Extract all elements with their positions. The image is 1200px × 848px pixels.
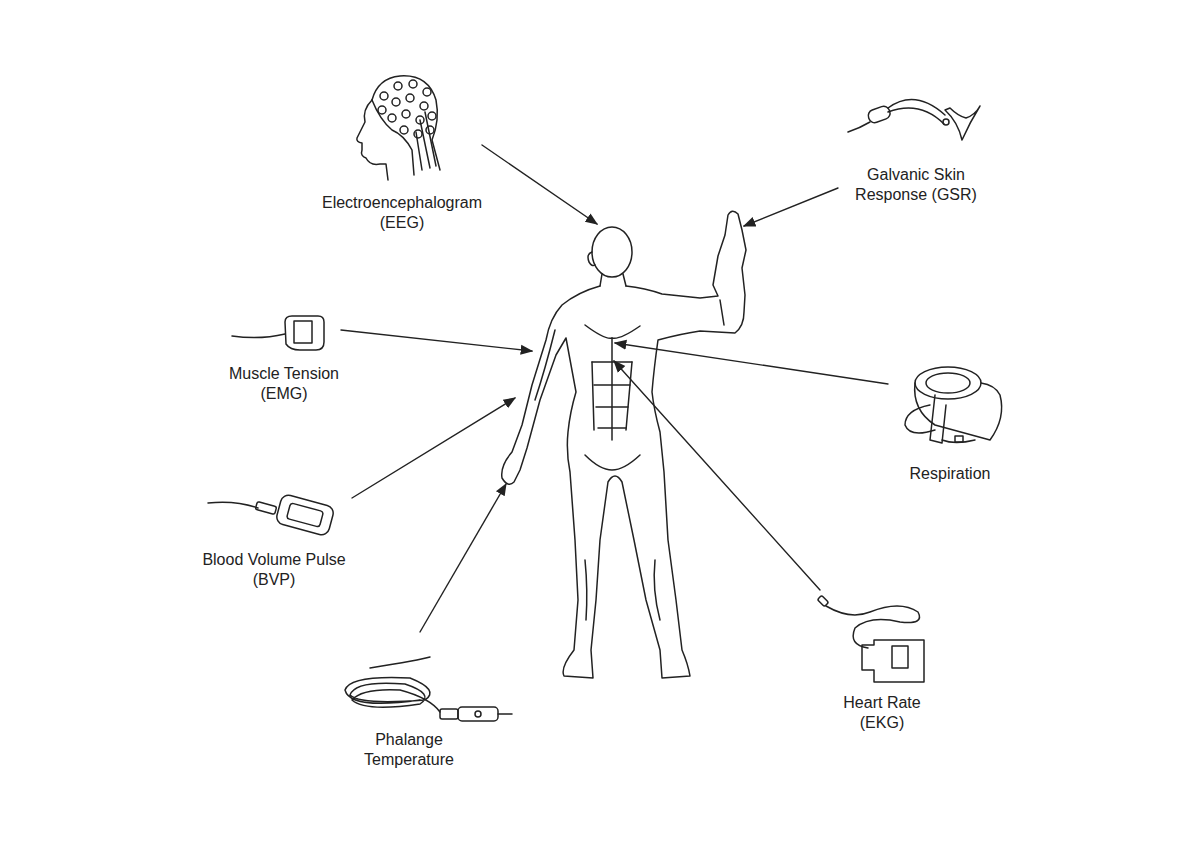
bvp-sensor (208, 494, 335, 537)
cable-coil (345, 678, 440, 713)
label-text: Heart Rate (EKG) (843, 694, 920, 731)
arm-line (535, 300, 724, 400)
sensor-label: Heart Rate (EKG) (832, 693, 932, 733)
connector-body (458, 707, 498, 721)
cable (905, 405, 975, 443)
label-text: Muscle Tension (EMG) (229, 365, 339, 402)
electrode-window (294, 321, 312, 343)
cable (232, 334, 285, 338)
neck (600, 274, 626, 286)
temperature-probe (345, 657, 512, 721)
respiration-belt (905, 367, 1002, 443)
electrodes (378, 80, 436, 138)
sensor-label: Respiration (890, 464, 1010, 484)
leader-arrow (341, 330, 532, 351)
connector-pin (475, 711, 481, 717)
cable (826, 606, 920, 648)
leader-arrow (744, 188, 838, 226)
electrode-pad (285, 316, 324, 350)
label-text: Galvanic Skin Response (GSR) (855, 166, 977, 203)
connector-window (892, 646, 908, 668)
hip-line (585, 455, 640, 470)
abdomen-line (592, 362, 632, 430)
cap-wires (416, 112, 436, 170)
label-text: Electroencephalogram (EEG) (322, 194, 482, 231)
sensor-label: Electroencephalogram (EEG) (312, 193, 492, 233)
connector (955, 436, 963, 442)
cap-edge (372, 100, 414, 175)
label-text: Phalange Temperature (364, 731, 454, 768)
leg-line (585, 560, 660, 620)
contact (943, 119, 949, 125)
cable (208, 502, 258, 508)
probe-lead (370, 657, 430, 668)
emg-sensor (232, 316, 324, 350)
cable (848, 122, 870, 132)
leader-arrow (615, 343, 888, 384)
belt-ring (915, 367, 981, 399)
belt-tab (930, 395, 946, 443)
sensor-label: Blood Volume Pulse (BVP) (192, 550, 357, 590)
label-text: Blood Volume Pulse (BVP) (202, 551, 345, 588)
human-figure (502, 211, 746, 678)
abdomen-line (592, 362, 632, 428)
connector-box (862, 640, 924, 682)
chest-line (585, 325, 640, 338)
sensor-label: Muscle Tension (EMG) (219, 364, 349, 404)
face-profile (357, 100, 388, 180)
connector-tip (498, 713, 512, 715)
sensor-window (287, 503, 324, 527)
gsr-sensor (848, 99, 980, 140)
eeg-cap (357, 76, 440, 180)
leader-arrow (420, 484, 506, 632)
head (592, 227, 632, 277)
sensor-housing (275, 494, 335, 537)
ear (588, 252, 595, 266)
finger-cuff (945, 106, 980, 140)
wire (888, 99, 945, 124)
label-text: Respiration (910, 465, 991, 482)
body-outline (502, 211, 746, 678)
belt-ring-inner (926, 373, 970, 393)
cap-outline (372, 76, 440, 170)
lead-clip (817, 595, 828, 606)
sensor-label: Galvanic Skin Response (GSR) (846, 165, 986, 205)
leader-arrow (352, 398, 515, 498)
leader-arrow (482, 145, 597, 224)
cable-plug (255, 502, 276, 515)
sensor-label: Phalange Temperature (354, 730, 464, 770)
abdomen-line (611, 338, 613, 440)
ekg-sensor (817, 595, 924, 682)
leader-arrow (614, 361, 820, 590)
connector (440, 709, 458, 719)
